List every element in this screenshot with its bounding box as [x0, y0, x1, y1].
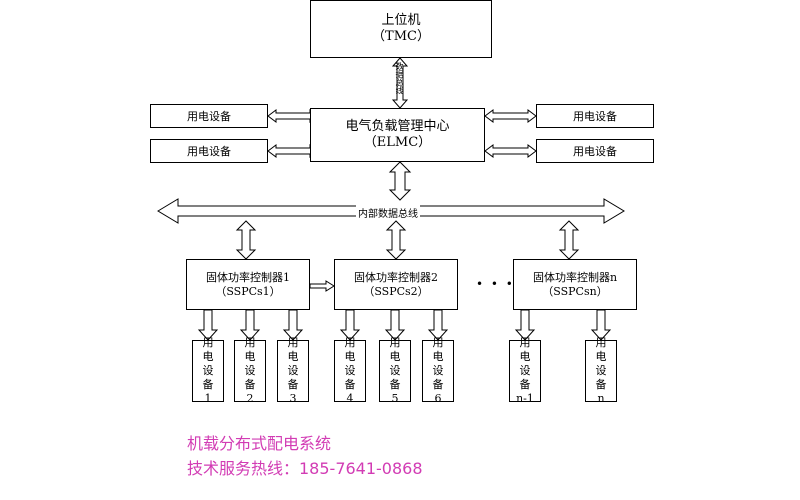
right-device-arrow-1	[484, 109, 537, 123]
device-number: n	[597, 392, 605, 405]
device-char: 电	[389, 350, 401, 363]
device-char: 备	[519, 378, 531, 391]
down-arrow-5	[384, 309, 406, 341]
device-1: 用 电 设 备 1	[192, 336, 224, 405]
controller-n: 固体功率控制器n （SSPCsn）	[513, 259, 637, 310]
device-number: 6	[434, 392, 442, 405]
elmc-subtitle: （ELMC）	[363, 135, 432, 150]
side-device-label: 用电设备	[573, 110, 617, 123]
device-4: 用 电 设 备 4	[334, 336, 366, 405]
device-2: 用 电 设 备 2	[234, 336, 266, 405]
side-device-label: 用电设备	[573, 145, 617, 158]
side-device-left-2: 用电设备	[150, 139, 268, 163]
side-device-label: 用电设备	[187, 145, 231, 158]
controller-2: 固体功率控制器2 （SSPCs2）	[334, 259, 458, 310]
device-char: 用	[244, 336, 256, 349]
device-number: 4	[346, 392, 354, 405]
device-char: 设	[432, 364, 444, 377]
elmc-bus-arrow	[388, 161, 412, 201]
device-char: 备	[202, 378, 214, 391]
device-char: 设	[287, 364, 299, 377]
device-char: 设	[202, 364, 214, 377]
device-char: 电	[202, 350, 214, 363]
device-char: 设	[595, 364, 607, 377]
side-device-left-1: 用电设备	[150, 104, 268, 128]
side-device-right-2: 用电设备	[536, 139, 654, 163]
down-arrow-n	[590, 309, 612, 341]
down-arrow-n-1	[514, 309, 536, 341]
device-char: 用	[344, 336, 356, 349]
controller-title: 固体功率控制器n	[532, 270, 618, 284]
caption-title: 机载分布式配电系统	[187, 434, 332, 453]
controller-title: 固体功率控制器2	[354, 270, 438, 284]
tmc-title: 上位机	[381, 12, 421, 28]
tmc-box: 上位机 （TMC）	[310, 0, 492, 58]
device-char: 用	[432, 336, 444, 349]
device-char: 备	[432, 378, 444, 391]
device-number: 3	[289, 392, 297, 405]
data-bus-label: 数据总线	[395, 62, 404, 94]
right-device-arrow-2	[484, 144, 537, 158]
device-char: 用	[595, 336, 607, 349]
device-number: n-1	[516, 392, 534, 405]
down-arrow-6	[427, 309, 449, 341]
bus-controller-arrow-1	[235, 220, 257, 260]
device-char: 备	[595, 378, 607, 391]
device-n: 用 电 设 备 n	[585, 336, 617, 405]
device-char: 用	[202, 336, 214, 349]
device-char: 电	[432, 350, 444, 363]
down-arrow-4	[339, 309, 361, 341]
controller-1: 固体功率控制器1 （SSPCs1）	[186, 259, 310, 310]
controller-title: 固体功率控制器1	[206, 270, 290, 284]
device-char: 备	[389, 378, 401, 391]
device-char: 备	[287, 378, 299, 391]
device-n-1: 用 电 设 备 n-1	[509, 336, 541, 405]
device-char: 电	[287, 350, 299, 363]
ellipsis: • • •	[476, 277, 515, 291]
device-number: 1	[204, 392, 212, 405]
bus-controller-arrow-n	[558, 220, 580, 260]
device-char: 备	[344, 378, 356, 391]
controller-subtitle: （SSPCs1）	[215, 284, 281, 298]
device-char: 设	[389, 364, 401, 377]
device-char: 电	[244, 350, 256, 363]
device-char: 电	[595, 350, 607, 363]
device-6: 用 电 设 备 6	[422, 336, 454, 405]
side-device-label: 用电设备	[187, 110, 231, 123]
device-char: 设	[519, 364, 531, 377]
device-5: 用 电 设 备 5	[379, 336, 411, 405]
device-char: 电	[519, 350, 531, 363]
device-char: 电	[344, 350, 356, 363]
side-device-right-1: 用电设备	[536, 104, 654, 128]
down-arrow-3	[282, 309, 304, 341]
controller-subtitle: （SSPCsn）	[542, 284, 608, 298]
elmc-title: 电气负载管理中心	[345, 118, 450, 134]
device-3: 用 电 设 备 3	[277, 336, 309, 405]
device-char: 用	[519, 336, 531, 349]
caption-hotline: 技术服务热线：185-7641-0868	[187, 459, 423, 478]
device-char: 设	[344, 364, 356, 377]
down-arrow-2	[239, 309, 261, 341]
device-char: 用	[389, 336, 401, 349]
device-char: 设	[244, 364, 256, 377]
controller-subtitle: （SSPCs2）	[363, 284, 429, 298]
device-char: 用	[287, 336, 299, 349]
bus-controller-arrow-2	[385, 220, 407, 260]
device-char: 备	[244, 378, 256, 391]
internal-bus-label: 内部数据总线	[356, 205, 420, 220]
down-arrow-1	[197, 309, 219, 341]
controller-link-arrow	[309, 280, 335, 292]
tmc-subtitle: （TMC）	[372, 29, 430, 44]
device-number: 5	[391, 392, 399, 405]
device-number: 2	[246, 392, 254, 405]
elmc-box: 电气负载管理中心 （ELMC）	[310, 108, 485, 162]
